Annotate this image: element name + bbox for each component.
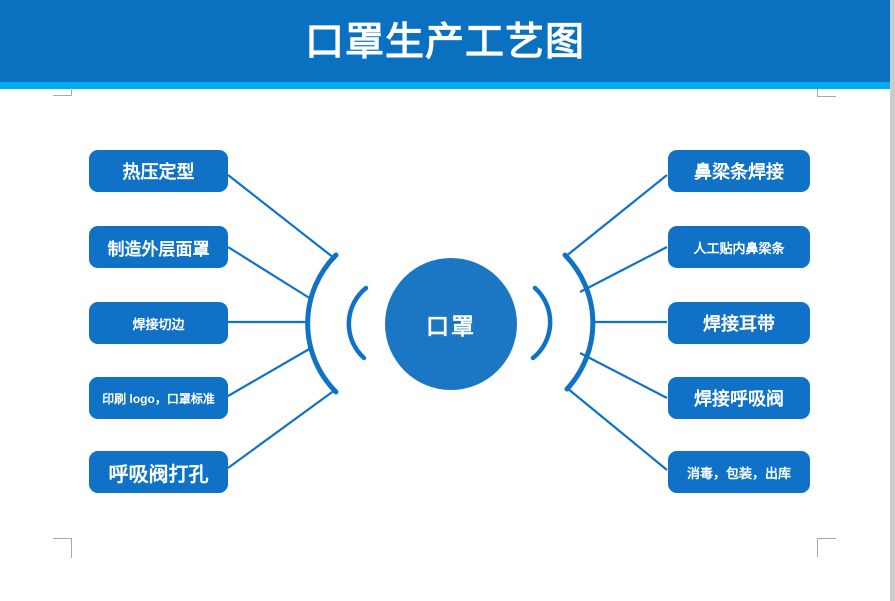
process-box-weld-trim[interactable]: 焊接切边 (89, 302, 228, 344)
title-banner: 口罩生产工艺图 (0, 0, 890, 82)
margin-mark-top-right (817, 89, 836, 97)
process-box-ear-strap[interactable]: 焊接耳带 (668, 302, 810, 344)
connector-line (227, 246, 312, 300)
margin-mark-bottom-right (817, 538, 836, 557)
process-box-label: 制造外层面罩 (107, 239, 210, 259)
connector-line (564, 174, 668, 258)
center-node-mask[interactable]: 口罩 (385, 258, 517, 390)
process-box-label: 热压定型 (122, 162, 195, 182)
process-box-label: 焊接呼吸阀 (694, 389, 784, 409)
process-box-label: 印刷 logo，口罩标准 (102, 391, 215, 406)
connector-line (579, 246, 668, 293)
process-box-print-logo[interactable]: 印刷 logo，口罩标准 (89, 377, 228, 419)
connector-line (227, 174, 335, 259)
connector-line (579, 352, 668, 399)
process-box-label: 人工贴内鼻梁条 (693, 240, 785, 256)
process-box-label: 焊接耳带 (703, 314, 775, 334)
process-box-inner-nose[interactable]: 人工贴内鼻梁条 (668, 226, 810, 268)
window-edge (890, 0, 895, 601)
accent-strip (0, 82, 890, 89)
process-box-label: 消毒，包装，出库 (686, 465, 791, 481)
page-title: 口罩生产工艺图 (304, 20, 585, 64)
paren-arc-left-outer (305, 252, 339, 395)
connector-line (227, 389, 336, 469)
process-box-label: 焊接切边 (132, 316, 185, 332)
paren-arc-right-inner (530, 285, 553, 361)
process-box-valve-punch[interactable]: 呼吸阀打孔 (89, 451, 228, 493)
paren-arc-right-outer (562, 252, 596, 392)
connector-line (566, 387, 668, 471)
connector-line (227, 347, 312, 397)
process-box-hot-press[interactable]: 热压定型 (89, 150, 228, 192)
process-box-weld-valve[interactable]: 焊接呼吸阀 (668, 377, 810, 419)
process-box-label: 呼吸阀打孔 (108, 463, 209, 486)
process-box-outer-layer[interactable]: 制造外层面罩 (89, 226, 228, 268)
margin-mark-top-left (53, 88, 72, 96)
process-box-pack-ship[interactable]: 消毒，包装，出库 (668, 451, 810, 493)
margin-mark-bottom-left (53, 538, 72, 558)
center-node-label: 口罩 (426, 313, 476, 339)
process-box-label: 鼻梁条焊接 (694, 162, 784, 182)
paren-arc-left-inner (346, 285, 369, 361)
process-box-nose-weld[interactable]: 鼻梁条焊接 (668, 150, 810, 192)
